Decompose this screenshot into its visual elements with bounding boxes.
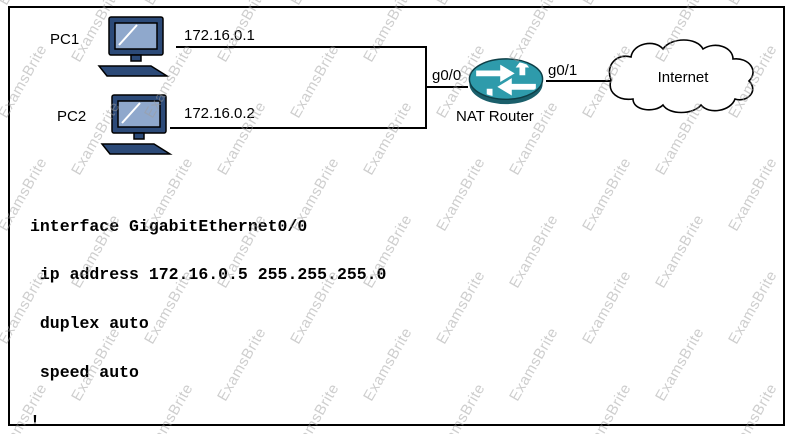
router-config: interface GigabitEthernet0/0 ip address … <box>30 186 674 434</box>
pc1-icon <box>93 16 178 78</box>
config-line: interface GigabitEthernet0/0 <box>30 216 308 236</box>
config-line: duplex auto <box>30 314 149 334</box>
computer-icon <box>100 94 173 155</box>
router-icon <box>466 56 546 108</box>
pc2-label: PC2 <box>57 108 87 125</box>
router-icon <box>468 58 544 105</box>
figure-border <box>8 6 785 426</box>
pc1-label: PC1 <box>50 31 80 48</box>
cloud-icon <box>608 39 754 114</box>
pc2-icon <box>96 94 181 156</box>
pc2-ip-address: 172.16.0.2 <box>184 105 255 122</box>
internet-link-line <box>546 80 612 82</box>
config-line: ip address 172.16.0.5 255.255.255.0 <box>30 265 387 285</box>
router-link-line <box>425 86 468 88</box>
router-port-g0-1-label: g0/1 <box>548 62 578 79</box>
computer-icon <box>97 16 170 77</box>
router-port-g0-0-label: g0/0 <box>432 67 462 84</box>
internet-label: Internet <box>657 68 709 86</box>
router-label: NAT Router <box>456 108 534 125</box>
pc1-link-line <box>176 46 426 48</box>
pc1-ip-address: 172.16.0.1 <box>184 27 255 44</box>
config-line: speed auto <box>30 363 139 383</box>
config-line: ! <box>30 412 40 432</box>
internet-cloud-icon: Internet <box>597 35 769 119</box>
pc2-link-line <box>170 127 426 129</box>
